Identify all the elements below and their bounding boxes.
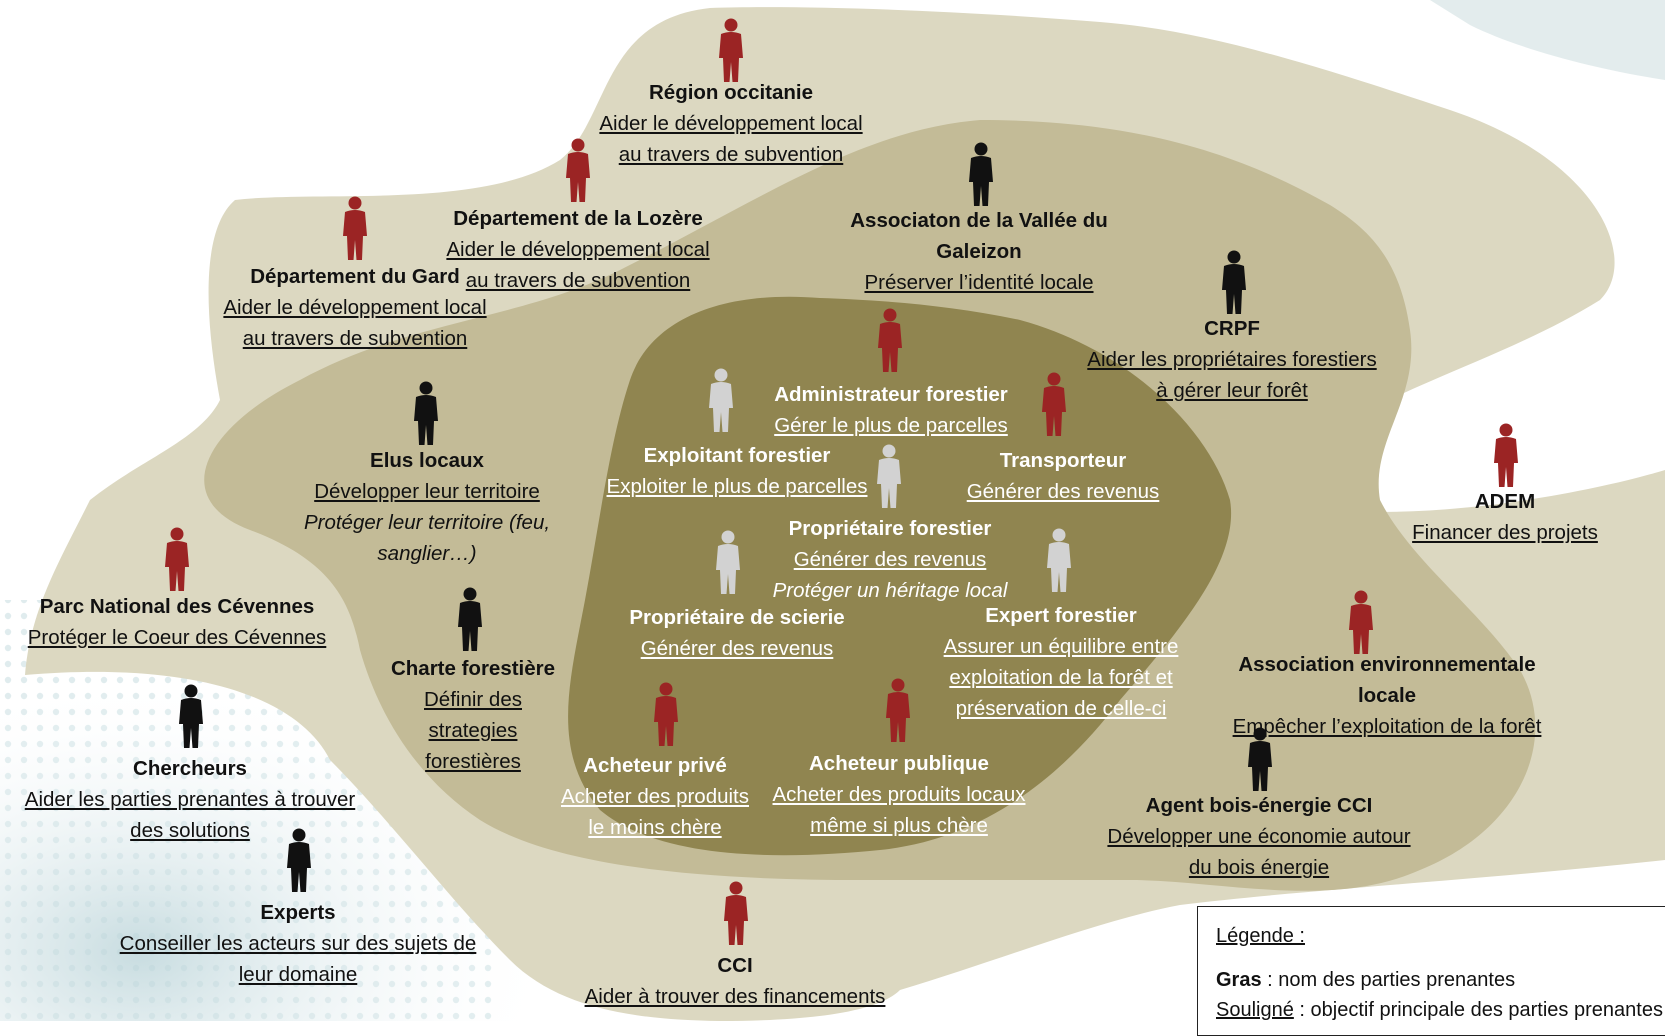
stakeholder-goal: au travers de subvention [465, 269, 691, 292]
legend-bold-desc: : nom des parties prenantes [1261, 969, 1516, 991]
stakeholder-goal: forestières [425, 750, 521, 773]
stakeholder-goal: Exploiter le plus de parcelles [606, 475, 868, 498]
inner-zone [568, 296, 1232, 856]
stakeholder-goal: Conseiller les acteurs sur des sujets de [119, 932, 477, 955]
stakeholder-goal: Gérer le plus de parcelles [774, 414, 1008, 437]
corner-decoration [1430, 0, 1665, 80]
stakeholder-goal: Acheter des produits [560, 785, 750, 808]
stakeholder-name: CRPF [1204, 317, 1260, 340]
stakeholder-name: Propriétaire forestier [788, 517, 992, 540]
stakeholder-name: locale [1357, 684, 1417, 707]
stakeholder-name: Expert forestier [985, 604, 1137, 627]
stakeholder-goal: Aider le développement local [599, 112, 863, 135]
stakeholder-name: Acheteur privé [583, 754, 727, 777]
stakeholder-cci: CCI Aider à trouver des financements [585, 950, 886, 1012]
stakeholder-name: Propriétaire de scierie [629, 606, 845, 629]
stakeholder-name: Parc National des Cévennes [39, 595, 315, 618]
stakeholder-goal: même si plus chère [810, 814, 988, 837]
stakeholder-name: Administrateur forestier [774, 383, 1008, 406]
stakeholder-goal: exploitation de la forêt et [949, 666, 1173, 689]
stakeholder-name: Agent bois-énergie CCI [1145, 794, 1373, 817]
stakeholder-name: Département de la Lozère [453, 207, 703, 230]
stakeholder-goal: au travers de subvention [618, 143, 844, 166]
stakeholder-name: Galeizon [936, 240, 1022, 263]
stakeholder-name: ADEM [1474, 490, 1536, 513]
legend-box: Légende : Gras : nom des parties prenant… [1197, 906, 1665, 1036]
legend-bold-word: Gras [1216, 969, 1262, 991]
stakeholder-goal: Aider le développement local [223, 296, 487, 319]
stakeholder-goal: Protéger le Coeur des Cévennes [27, 626, 327, 649]
legend-underline-word: Souligné [1216, 999, 1294, 1021]
stakeholder-goal: Définir des [424, 688, 522, 711]
stakeholder-goal: le moins chère [588, 816, 722, 839]
legend-title: Légende : [1216, 925, 1305, 947]
stakeholder-goal: des solutions [130, 819, 250, 842]
legend-underline-line: Souligné : objectif principale des parti… [1216, 995, 1663, 1025]
stakeholder-goal: Acheter des produits locaux [772, 783, 1026, 806]
stakeholder-goal: à gérer leur forêt [1156, 379, 1308, 402]
stakeholder-name: Chercheurs [133, 757, 247, 780]
stakeholder-goal: Générer des revenus [966, 480, 1160, 503]
stakeholder-goal: Aider les propriétaires forestiers [1087, 348, 1377, 371]
stakeholder-name: Région occitanie [648, 81, 814, 104]
stakeholder-goal: du bois énergie [1188, 856, 1330, 879]
legend-underline-desc: : objectif principale des parties prenan… [1293, 999, 1663, 1021]
stakeholder-goal: Aider à trouver des financements [584, 985, 886, 1008]
legend-bold-line: Gras : nom des parties prenantes [1216, 965, 1658, 995]
stakeholder-goal: Financer des projets [1412, 521, 1598, 544]
stakeholder-name: Association environnementale [1238, 653, 1536, 676]
stakeholder-goal: Aider le développement local [446, 238, 710, 261]
stakeholder-goal: Développer leur territoire [314, 480, 540, 503]
stakeholder-name: Exploitant forestier [643, 444, 831, 467]
stakeholder-secondary-goal: Protéger un héritage local [772, 579, 1008, 602]
stakeholder-name: Associaton de la Vallée du [850, 209, 1108, 232]
stakeholder-agent: Agent bois-énergie CCI Développer une éco… [1107, 790, 1410, 883]
stakeholder-goal: Générer des revenus [640, 637, 834, 660]
stakeholder-goal: Empêcher l’exploitation de la forêt [1232, 715, 1542, 738]
stakeholder-secondary-goal: sanglier…) [377, 542, 477, 565]
stakeholder-secondary-goal: Protéger leur territoire (feu, [303, 511, 551, 534]
stakeholder-crpf: CRPF Aider les propriétaires forestiers à … [1087, 313, 1376, 406]
stakeholder-name: Département du Gard [250, 265, 460, 288]
stakeholder-name: Transporteur [999, 449, 1127, 472]
stakeholder-goal: Assurer un équilibre entre [943, 635, 1179, 658]
stakeholder-name: Charte forestière [390, 657, 556, 680]
stakeholder-goal: strategies [428, 719, 518, 742]
stakeholder-goal: leur domaine [238, 963, 358, 986]
stakeholder-goal: Aider les parties prenantes à trouver [24, 788, 356, 811]
stakeholder-name: CCI [717, 954, 753, 977]
stakeholder-goal: Préserver l’identité locale [864, 271, 1094, 294]
stakeholder-name: Elus locaux [370, 449, 484, 472]
stakeholder-goal: Développer une économie autour [1107, 825, 1411, 848]
stakeholder-goal: Générer des revenus [793, 548, 987, 571]
stakeholder-name: Experts [260, 901, 336, 924]
stakeholder-name: Acheteur publique [809, 752, 989, 775]
stakeholder-adem: ADEM Financer des projets [1412, 486, 1598, 548]
stakeholder-goal: au travers de subvention [242, 327, 468, 350]
stakeholder-goal: préservation de celle-ci [955, 697, 1167, 720]
